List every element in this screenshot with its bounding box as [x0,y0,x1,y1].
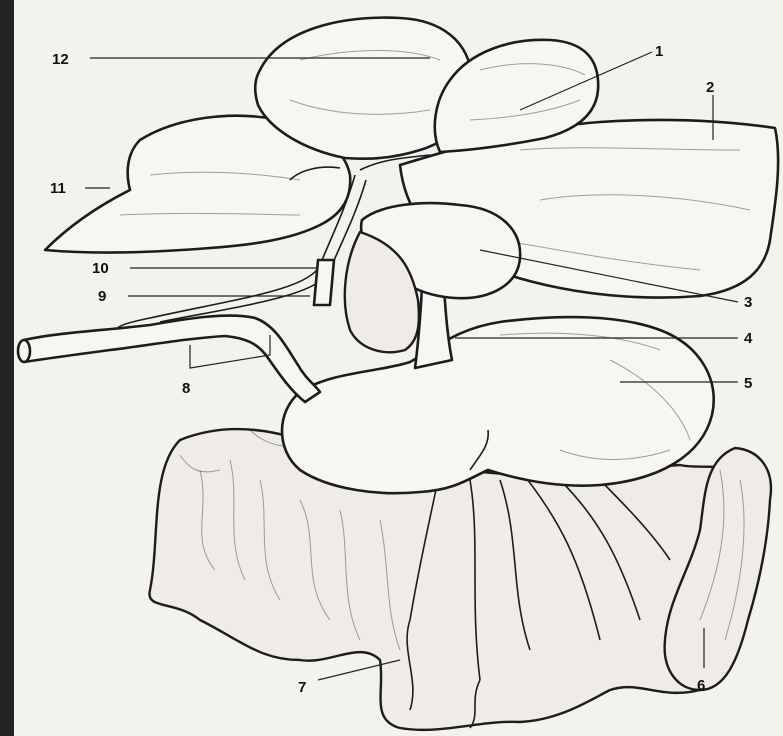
label-9: 9 [98,288,106,305]
stomach [282,317,714,493]
label-8: 8 [182,380,190,397]
label-4: 4 [744,330,753,347]
label-1: 1 [655,43,663,60]
label-11: 11 [50,180,66,197]
anatomy-diagram: 12 1 2 11 10 9 3 4 5 8 7 6 [14,0,783,736]
label-7: 7 [298,679,306,696]
duodenum-tube [18,316,320,402]
label-10: 10 [92,260,109,277]
liver [45,18,778,353]
left-frame-border [0,0,14,736]
label-3: 3 [744,294,752,311]
label-5: 5 [744,375,752,392]
label-2: 2 [706,79,714,96]
label-6: 6 [697,677,705,694]
label-12: 12 [52,51,69,68]
diagram-canvas: 12 1 2 11 10 9 3 4 5 8 7 6 [14,0,783,736]
